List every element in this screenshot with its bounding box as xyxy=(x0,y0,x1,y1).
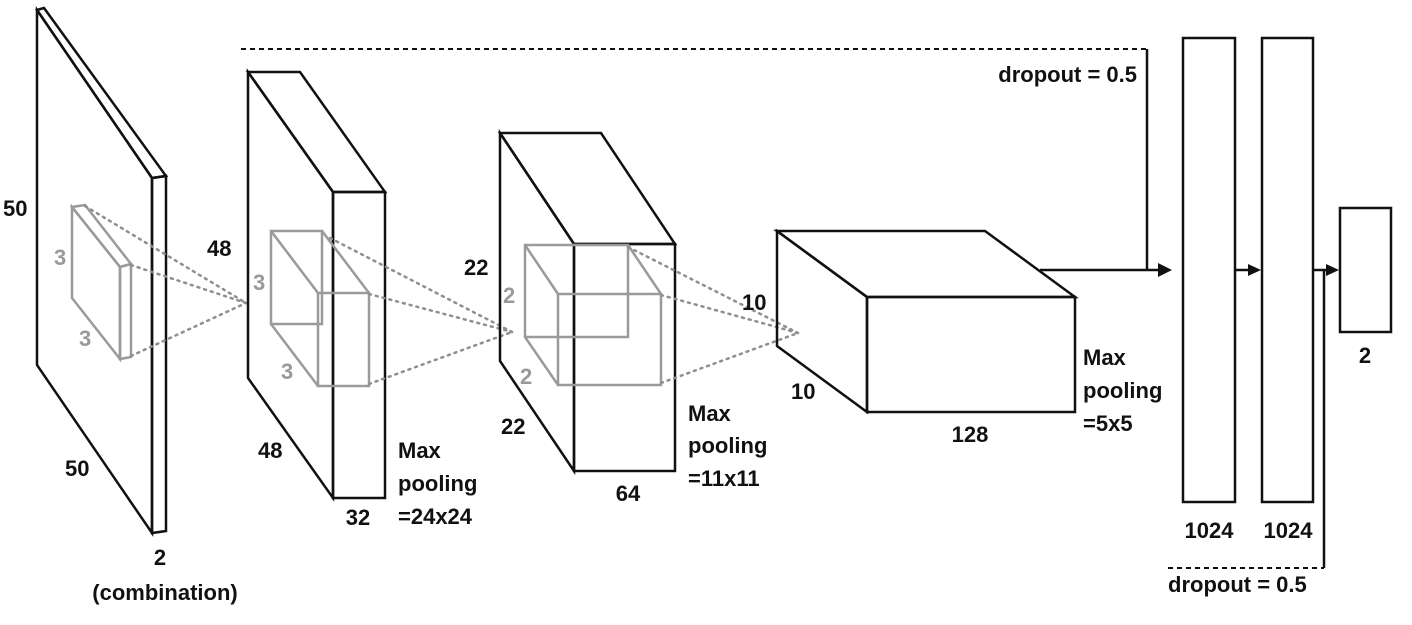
input-height-label: 50 xyxy=(3,196,27,221)
input-side-face xyxy=(34,6,169,180)
conv2-height-label: 22 xyxy=(464,255,488,280)
conv3-layer xyxy=(773,228,1079,415)
conv2-kernel-label-a: 2 xyxy=(503,283,515,308)
conv3-width-label: 10 xyxy=(791,379,815,404)
input-depth-note: (combination) xyxy=(92,580,237,605)
conv2-side-face xyxy=(572,242,677,473)
input-width-label: 50 xyxy=(65,456,89,481)
arrowhead-fc1 xyxy=(1158,263,1172,277)
conv1-side-face xyxy=(331,190,387,500)
input-kernel-label-b: 3 xyxy=(79,326,91,351)
input-depth-label: 2 xyxy=(154,545,166,570)
conv2-layer xyxy=(497,128,678,476)
output-size-label: 2 xyxy=(1359,343,1371,368)
conv3-pool-line1: Max xyxy=(1083,345,1127,370)
conv1-pool-line3: =24x24 xyxy=(398,504,473,529)
conv2-width-label: 22 xyxy=(501,414,525,439)
conv1-height-label: 48 xyxy=(207,236,231,261)
dropout-top-label: dropout = 0.5 xyxy=(998,62,1137,87)
conv3-depth-label: 128 xyxy=(952,422,989,447)
input-front-face xyxy=(35,5,154,538)
conv3-pool-line3: =5x5 xyxy=(1083,411,1133,436)
fc1-layer xyxy=(1181,36,1237,504)
dropout-top-connector xyxy=(241,48,1172,277)
input-edge-face xyxy=(150,174,168,535)
conv2-pool-line1: Max xyxy=(688,401,732,426)
conv3-pool-line2: pooling xyxy=(1083,378,1162,403)
conv2-pool-line2: pooling xyxy=(688,433,767,458)
input-kernel-label-a: 3 xyxy=(54,245,66,270)
conv1-kernel xyxy=(269,229,371,388)
conv1-width-label: 48 xyxy=(258,438,282,463)
projection-lines-3 xyxy=(626,245,800,385)
conv2-depth-label: 64 xyxy=(616,481,641,506)
fc2-size-label: 1024 xyxy=(1264,518,1314,543)
conv2-top-face xyxy=(497,131,678,246)
dropout-bottom-label: dropout = 0.5 xyxy=(1168,572,1307,597)
conv3-height-label: 10 xyxy=(742,290,766,315)
fc1-size-label: 1024 xyxy=(1185,518,1235,543)
projection-lines-2 xyxy=(328,236,514,386)
conv1-top-face xyxy=(245,70,388,194)
output-layer xyxy=(1338,206,1393,334)
conv1-layer xyxy=(245,68,388,502)
conv1-depth-label: 32 xyxy=(346,505,370,530)
conv3-side-face xyxy=(865,295,1077,414)
conv1-kernel-label-b: 3 xyxy=(281,359,293,384)
conv1-pool-line2: pooling xyxy=(398,471,477,496)
fc2-layer xyxy=(1260,36,1315,504)
conv1-kernel-label-a: 3 xyxy=(253,270,265,295)
arrowhead-fc2 xyxy=(1248,264,1261,276)
conv1-pool-line1: Max xyxy=(398,438,442,463)
conv3-top-face xyxy=(773,229,1079,299)
arrowhead-output xyxy=(1326,264,1339,276)
conv2-kernel xyxy=(523,243,663,387)
conv2-kernel-label-b: 2 xyxy=(520,364,532,389)
conv2-pool-line3: =11x11 xyxy=(688,466,760,491)
projection-lines-1 xyxy=(83,204,248,358)
